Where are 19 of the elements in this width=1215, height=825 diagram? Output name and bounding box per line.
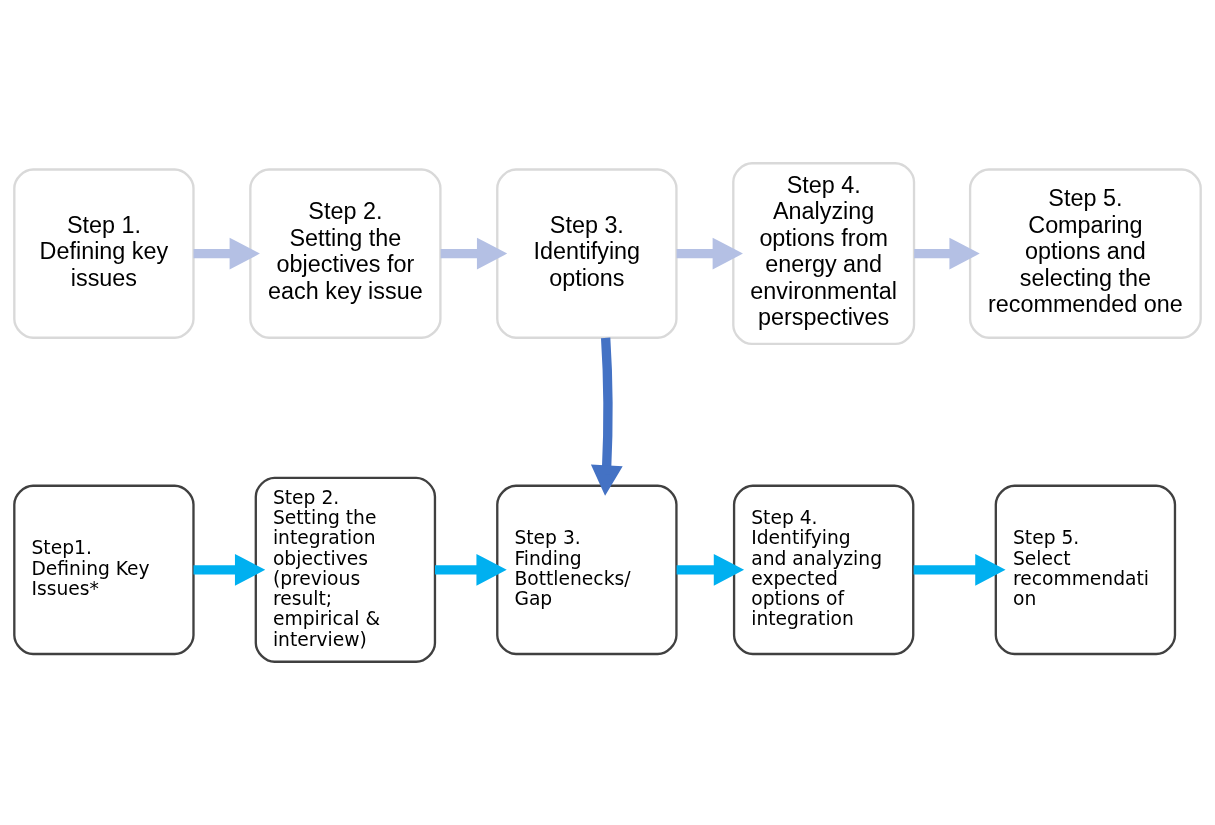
node-box: Step 3. Finding Bottlenecks/ Gap (496, 484, 678, 656)
node-box: Step 5. Select recommendati on (994, 484, 1177, 656)
node-box: Step 5. Comparing options and selecting the recommended one (968, 168, 1202, 339)
node-box: Step 1. Defining key issues (13, 168, 195, 339)
arrow (913, 553, 1006, 586)
node-box: Step 2. Setting the integration objectives (previous result; empirical & interview) (254, 476, 437, 663)
node-box: Step 2. Setting the objectives for each key issue (249, 168, 442, 339)
node-box: Step1. Defining Key Issues* (13, 484, 195, 656)
arrow (435, 553, 507, 586)
arrow (193, 553, 266, 586)
node-box: Step 4. Analyzing options from energy and environmental perspectives (732, 162, 916, 346)
arrow (676, 237, 743, 270)
arrow (440, 237, 508, 270)
arrow (193, 237, 260, 270)
arrow (590, 337, 623, 496)
arrow (676, 553, 745, 586)
node-box: Step 3. Identifying options (496, 168, 678, 339)
node-box: Step 4. Identifying and analyzing expected options of integration (732, 484, 915, 656)
arrow (914, 237, 980, 270)
